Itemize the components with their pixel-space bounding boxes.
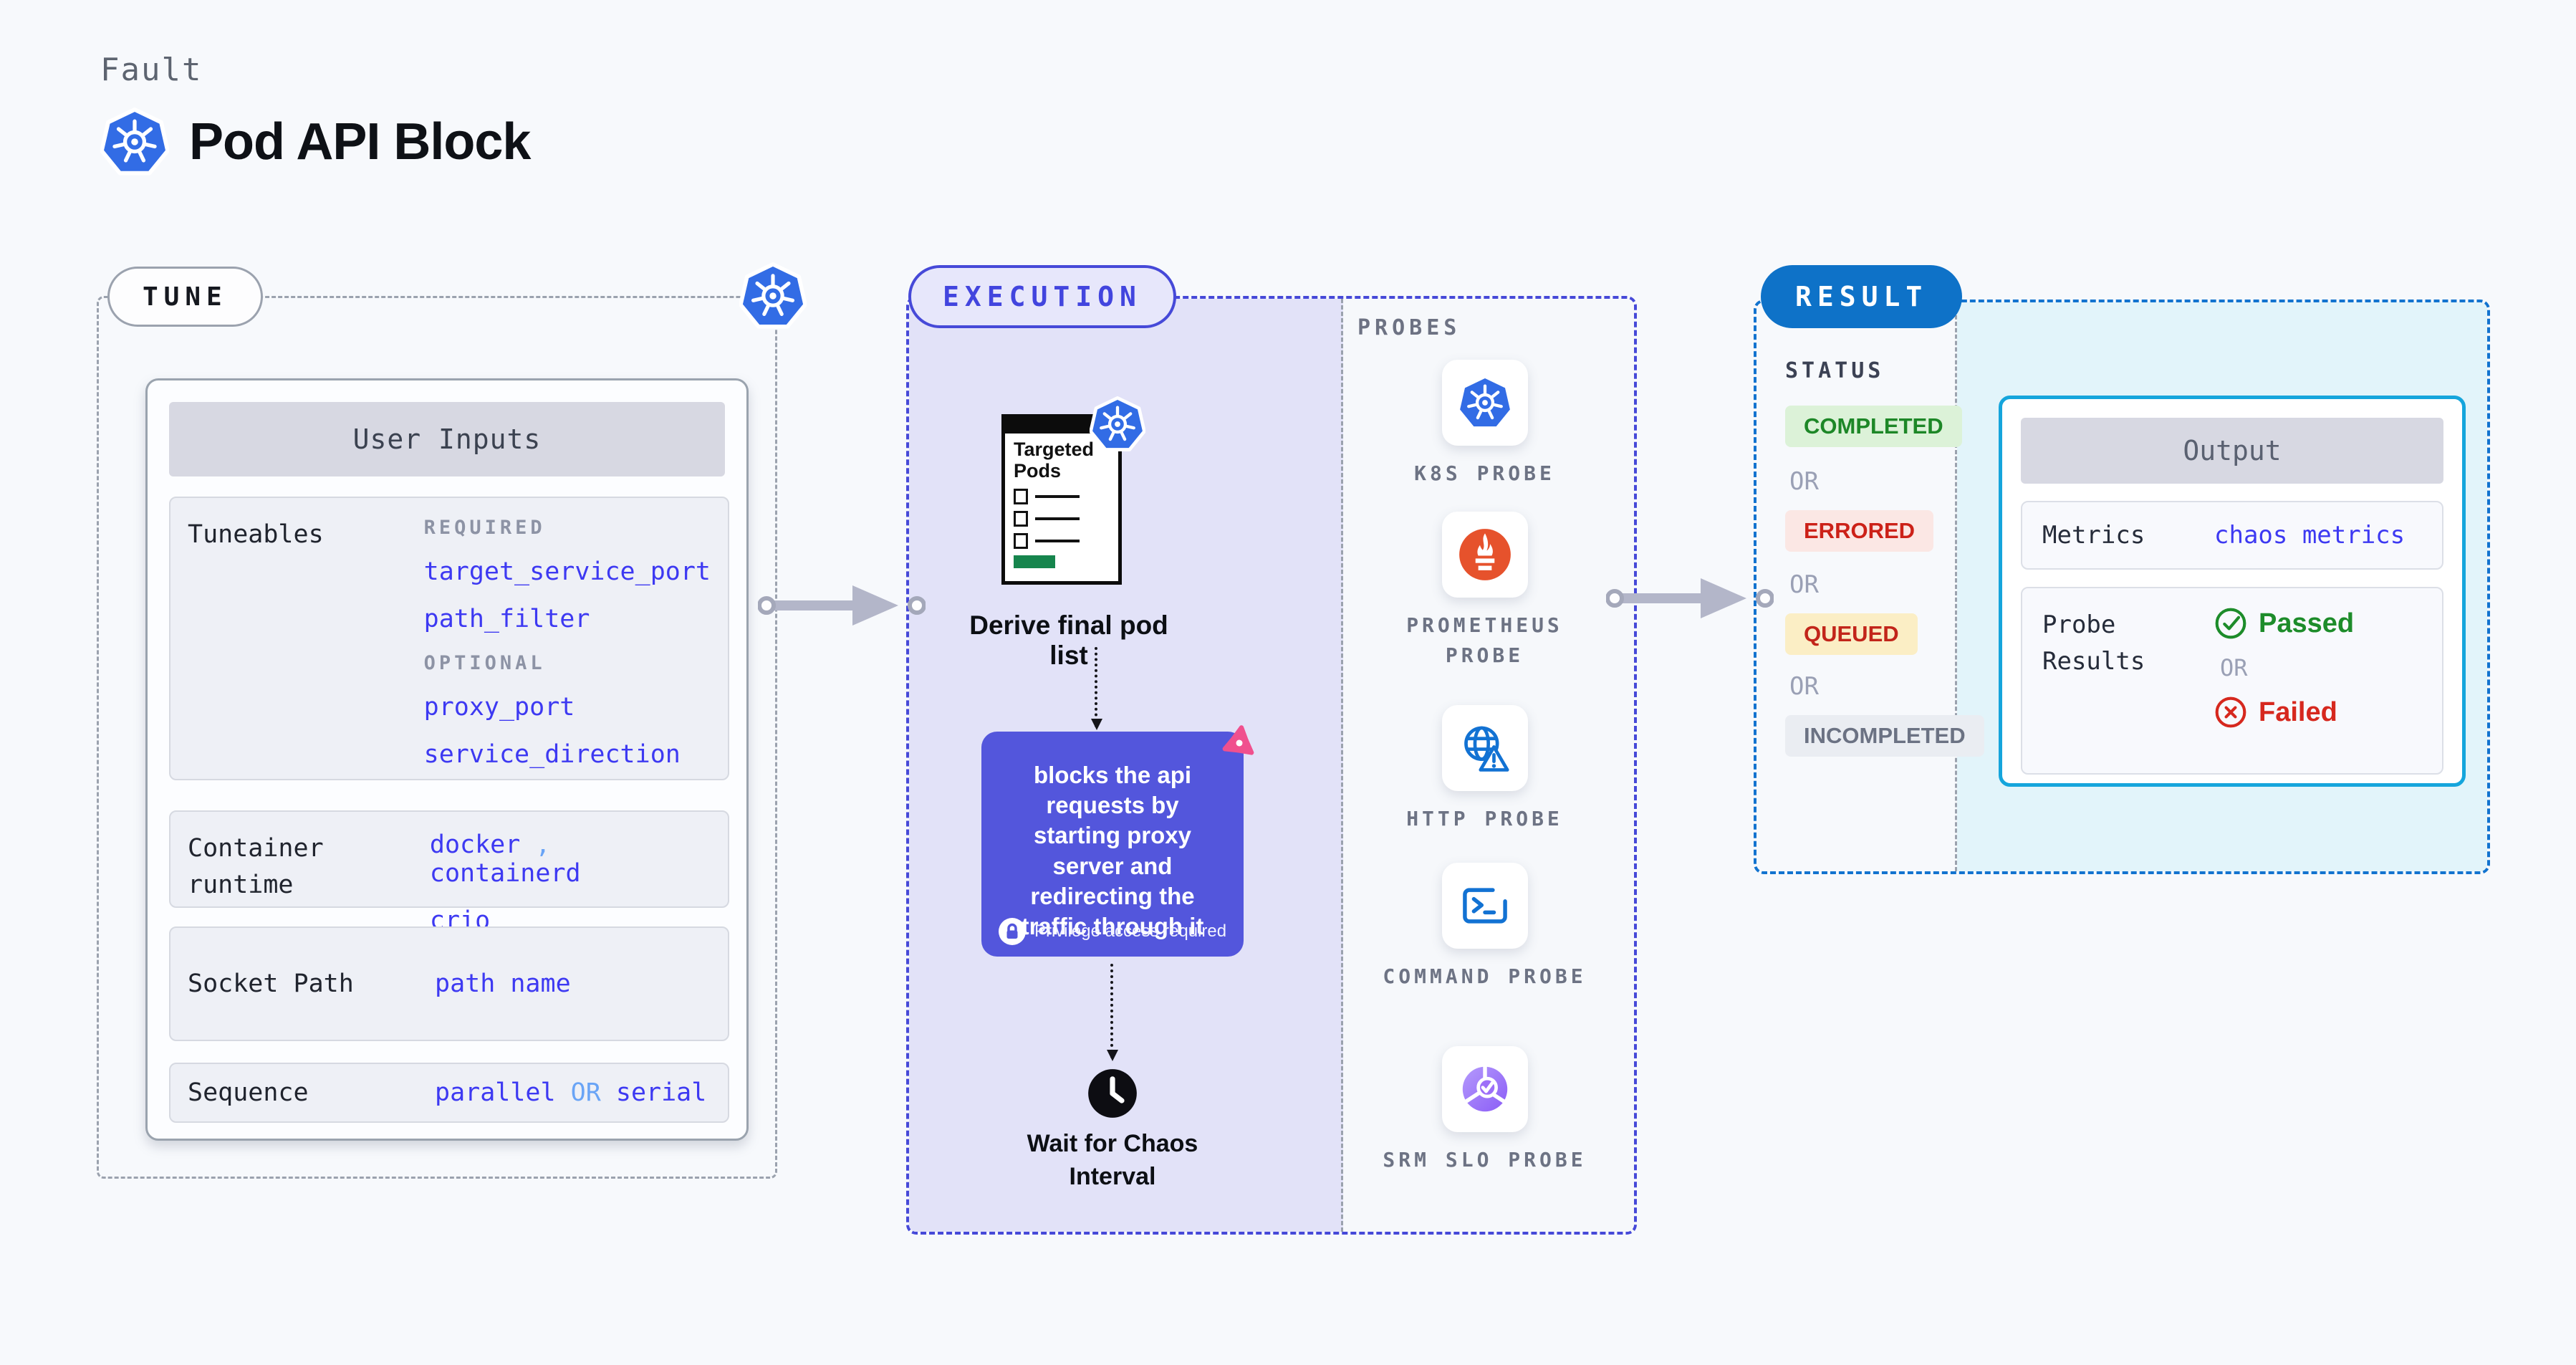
output-header: Output [2021,418,2443,484]
x-circle-icon [2215,696,2246,728]
clock-icon [1088,1069,1137,1118]
probe-card [1441,1046,1528,1132]
metrics-label: Metrics [2042,520,2145,550]
wait-for-chaos-step: Wait for Chaos Interval [1027,1130,1198,1190]
socket-path-row: Socket Path path name [169,926,729,1041]
tuneable-proxy-port: proxy_port [423,693,575,722]
tuneables-label: Tuneables [188,520,324,549]
checkbox-icon [1014,489,1028,505]
tuneable-path-filter: path_filter [423,605,590,633]
slo-check-icon [1462,1065,1507,1112]
targeted-pods-title: Targeted Pods [1014,439,1095,482]
status-badge-completed: COMPLETED [1785,406,1962,447]
metrics-row: Metrics chaos metrics [2021,501,2443,570]
probe-card [1441,705,1528,791]
kubernetes-icon [100,107,169,176]
container-runtime-row: Container runtime docker , containerd cr… [169,810,729,935]
fault-action-text: blocks the api requests by starting prox… [1021,762,1204,940]
container-runtime-label: Container runtime [188,834,324,899]
fault-action-box: blocks the api requests by starting prox… [981,725,1254,957]
probe-http: HTTP PROBE [1361,705,1608,834]
socket-path-value: path name [435,969,571,998]
required-label: REQUIRED [423,517,546,539]
probe-k8s: K8S PROBE [1361,360,1608,489]
probe-prometheus: PROMETHEUS PROBE [1361,512,1608,671]
probe-card [1441,863,1528,949]
tuneable-target-service-port: target_service_port [423,557,711,586]
sequence-value: parallel OR serial [435,1078,707,1107]
tuneables-row: Tuneables REQUIRED target_service_port p… [169,497,729,780]
privilege-note: Privilege access required [1034,921,1227,941]
socket-path-label: Socket Path [188,969,354,998]
probe-results-row: Probe Results Passed OR Failed [2021,587,2443,775]
check-circle-icon [2215,608,2246,639]
tuneable-service-direction: service_direction [423,740,681,769]
progress-block [1014,555,1055,569]
sequence-row: Sequence parallel OR serial [169,1063,729,1123]
result-badge: RESULT [1761,265,1963,328]
kubernetes-icon [1090,396,1145,452]
tune-badge: TUNE [107,267,263,327]
or-separator: OR [1789,467,1819,496]
status-badge-incompleted: INCOMPLETED [1785,715,1984,757]
execution-badge: EXECUTION [908,265,1176,328]
flow-arrow-down [1091,647,1102,730]
status-label: STATUS [1785,358,1885,383]
pod-list-item [1014,489,1110,505]
flow-arrow-down [1107,964,1118,1061]
fault-type-label: Fault [100,52,203,88]
checkbox-icon [1014,533,1028,550]
or-separator: OR [1789,570,1819,599]
metrics-value: chaos metrics [2214,521,2406,550]
lock-icon [998,918,1026,945]
probe-srm-slo: SRM SLO PROBE [1361,1046,1608,1175]
pod-list-item [1014,533,1110,550]
or-separator: OR [2220,654,2248,681]
http-globe-warning-icon [1464,726,1509,772]
flow-arrow-probes-to-result [1606,578,1774,618]
passed-result: Passed [2214,607,2354,640]
probe-command: COMMAND PROBE [1361,863,1608,992]
probes-label: PROBES [1357,315,1461,340]
status-panel [1756,302,1957,871]
runtime-values: docker , containerd [429,830,581,888]
derive-pod-list-step: Derive final pod list [969,610,1168,670]
checkbox-icon [1014,511,1028,527]
kubernetes-icon [1457,375,1513,431]
or-separator: OR [1789,672,1819,701]
probe-card [1441,512,1528,598]
user-inputs-header: User Inputs [169,402,725,476]
probe-card [1441,360,1528,446]
output-card: Output Metrics chaos metrics Probe Resul… [1999,396,2466,787]
flow-arrow-tune-to-execution [758,585,926,626]
optional-label: OPTIONAL [423,652,546,674]
sequence-label: Sequence [188,1078,309,1107]
probe-results-label: Probe Results [2042,610,2145,676]
status-badge-errored: ERRORED [1785,510,1934,552]
prometheus-icon [1458,529,1511,580]
status-badge-queued: QUEUED [1785,613,1918,655]
pod-list-item [1014,511,1110,527]
page-title: Pod API Block [189,113,531,171]
kubernetes-icon [739,262,807,330]
chaos-pinwheel-icon [1222,725,1254,755]
tune-section [97,296,777,1179]
failed-result: Failed [2214,696,2354,729]
targeted-pods-document: Targeted Pods [1001,414,1122,585]
user-inputs-card: User Inputs Tuneables REQUIRED target_se… [145,378,749,1141]
terminal-icon [1462,888,1507,924]
